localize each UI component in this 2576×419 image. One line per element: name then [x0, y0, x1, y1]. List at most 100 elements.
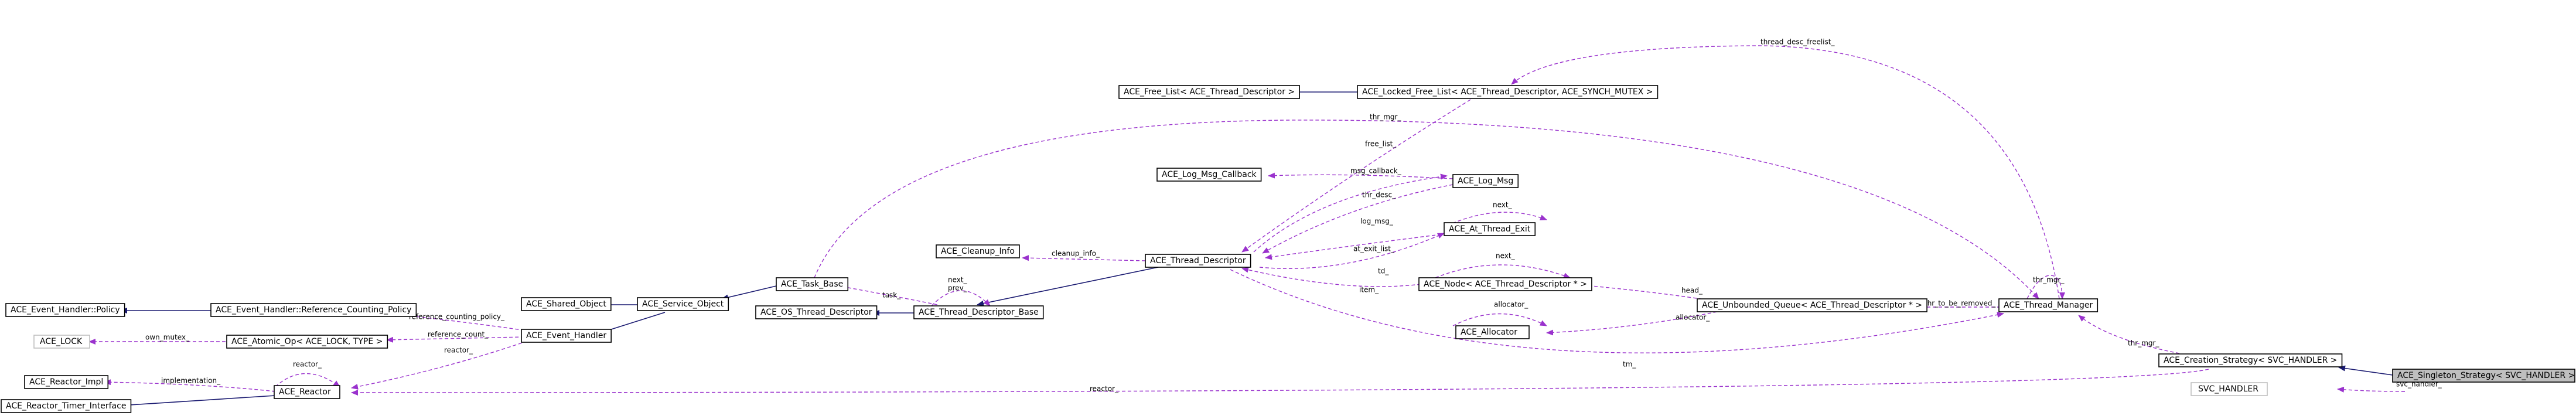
edge-label-head: head_ — [1681, 287, 1703, 295]
edge-at-exit-list — [1265, 234, 1442, 260]
edge-cleanup-info — [1022, 255, 1146, 261]
edge-label-reference-counting-policy: reference_counting_policy_ — [409, 313, 505, 321]
edge-label-next: next_ — [948, 276, 968, 284]
node-os-thread-descriptor[interactable]: ACE_OS_Thread_Descriptor — [755, 305, 878, 319]
edges — [88, 45, 2406, 408]
node-reactor[interactable]: ACE_Reactor — [274, 385, 340, 399]
svg-text:ACE_Thread_Manager: ACE_Thread_Manager — [2004, 301, 2093, 310]
svg-text:ACE_Cleanup_Info: ACE_Cleanup_Info — [941, 247, 1015, 256]
edge-free-list — [1241, 99, 1471, 253]
edge-label-allocator-queue: allocator_ — [1676, 314, 1710, 322]
node-ref-counting-policy[interactable]: ACE_Event_Handler::Reference_Counting_Po… — [210, 303, 417, 317]
edge-label-prev: prev_ — [948, 284, 968, 292]
edge-label-msg-callback: msg_callback_ — [1350, 167, 1402, 175]
edge-label-thr-mgr-task: thr_mgr_ — [1370, 113, 1401, 121]
edge-label-reactor-self: reactor_ — [293, 360, 322, 369]
edge-allocator-self — [1452, 313, 1547, 326]
node-ace-node[interactable]: ACE_Node< ACE_Thread_Descriptor * > — [1418, 277, 1592, 291]
node-event-handler-policy[interactable]: ACE_Event_Handler::Policy — [5, 303, 125, 317]
node-creation-strategy[interactable]: ACE_Creation_Strategy< SVC_HANDLER > — [2158, 353, 2343, 367]
edge-allocator-queue — [1546, 309, 1729, 336]
node-reactor-timer-interface[interactable]: ACE_Reactor_Timer_Interface — [1, 399, 132, 413]
node-locked-free-list[interactable]: ACE_Locked_Free_List< ACE_Thread_Descrip… — [1357, 85, 1659, 99]
node-log-msg[interactable]: ACE_Log_Msg — [1452, 174, 1519, 188]
svg-text:SVC_HANDLER: SVC_HANDLER — [2198, 384, 2258, 394]
edge-tm — [1230, 269, 2004, 353]
edge-label-cleanup-info: cleanup_info_ — [1052, 250, 1100, 258]
edge-label-next-exit: next_ — [1493, 201, 1513, 209]
edge-label-reactor-creation: reactor_ — [1090, 385, 1119, 393]
edge-thr-mgr-self — [2026, 275, 2065, 299]
edge-msg-callback — [1268, 172, 1454, 179]
node-free-list[interactable]: ACE_Free_List< ACE_Thread_Descriptor > — [1118, 85, 1300, 99]
edge-label-implementation: implementation_ — [161, 377, 221, 385]
edge-reference-counting-policy — [389, 311, 531, 332]
svg-text:ACE_Reactor_Timer_Interface: ACE_Reactor_Timer_Interface — [6, 401, 126, 411]
edge-reference-count — [386, 336, 525, 343]
svg-text:ACE_OS_Thread_Descriptor: ACE_OS_Thread_Descriptor — [760, 308, 872, 317]
node-cleanup-info[interactable]: ACE_Cleanup_Info — [936, 244, 1020, 258]
edge-label-allocator-self: allocator_ — [1494, 301, 1528, 309]
node-service-object[interactable]: ACE_Service_Object — [637, 297, 729, 311]
svg-text:ACE_Reactor: ACE_Reactor — [279, 387, 331, 397]
edge-reactor-event-handler — [351, 340, 528, 390]
svg-text:ACE_Creation_Strategy< SVC_HAN: ACE_Creation_Strategy< SVC_HANDLER > — [2164, 356, 2338, 365]
edge-thread-desc-freelist — [1511, 45, 2060, 299]
edge-reactor-creation — [351, 369, 2209, 396]
node-shared-object[interactable]: ACE_Shared_Object — [521, 297, 612, 311]
edge-reactor-self — [275, 373, 340, 387]
svg-text:ACE_Log_Msg: ACE_Log_Msg — [1458, 176, 1513, 186]
nodes: ACE_Singleton_Strategy< SVC_HANDLER > AC… — [1, 85, 2575, 413]
node-task-base[interactable]: ACE_Task_Base — [776, 277, 849, 291]
svg-text:ACE_Allocator: ACE_Allocator — [1461, 328, 1517, 337]
edge-svc-handler — [2337, 386, 2406, 393]
svg-text:ACE_At_Thread_Exit: ACE_At_Thread_Exit — [1449, 224, 1531, 234]
svg-text:ACE_Event_Handler::Policy: ACE_Event_Handler::Policy — [11, 305, 120, 315]
edge-label-log-msg: log_msg_ — [1360, 217, 1394, 226]
edge-thr-mgr-creation — [2078, 315, 2180, 354]
node-log-msg-callback[interactable]: ACE_Log_Msg_Callback — [1156, 168, 1262, 182]
svg-text:ACE_Unbounded_Queue< ACE_Threa: ACE_Unbounded_Queue< ACE_Thread_Descript… — [1702, 301, 1922, 310]
edge-log-msg — [1262, 184, 1454, 254]
edge-label-next-node: next_ — [1496, 252, 1516, 260]
edge-reactor-to-timer — [120, 395, 276, 408]
edge-thread-descriptor-to-base — [977, 261, 1184, 306]
edge-singleton-to-creation — [2338, 365, 2393, 376]
edge-next-node — [1435, 264, 1571, 278]
edge-label-thr-desc: thr_desc_ — [1362, 191, 1396, 199]
node-at-thread-exit[interactable]: ACE_At_Thread_Exit — [1444, 222, 1536, 236]
node-singleton-strategy[interactable]: ACE_Singleton_Strategy< SVC_HANDLER > — [2392, 369, 2575, 383]
edge-label-reactor-eh: reactor_ — [444, 346, 473, 355]
edge-label-reference-count: reference_count_ — [428, 331, 489, 339]
node-thread-descriptor-base[interactable]: ACE_Thread_Descriptor_Base — [913, 305, 1044, 319]
node-thread-manager[interactable]: ACE_Thread_Manager — [1998, 298, 2099, 312]
edge-label-thread-desc-freelist: thread_desc_freelist_ — [1760, 38, 1835, 46]
svg-text:ACE_Event_Handler::Reference_C: ACE_Event_Handler::Reference_Counting_Po… — [216, 305, 411, 315]
node-reactor-impl[interactable]: ACE_Reactor_Impl — [24, 375, 109, 389]
edge-label-thr-mgr-creation: thr_mgr_ — [2128, 339, 2159, 348]
edge-label-thr-mgr-self: thr_mgr_ — [2033, 276, 2065, 284]
edge-label-td: td_ — [1378, 267, 1389, 275]
svg-text:ACE_Thread_Descriptor_Base: ACE_Thread_Descriptor_Base — [919, 308, 1039, 317]
svg-text:ACE_Shared_Object: ACE_Shared_Object — [526, 299, 606, 309]
edge-td — [1259, 233, 1445, 269]
edge-implementation — [104, 379, 276, 392]
node-event-handler[interactable]: ACE_Event_Handler — [521, 329, 612, 343]
node-unbounded-queue[interactable]: ACE_Unbounded_Queue< ACE_Thread_Descript… — [1697, 298, 1927, 312]
edge-labels: thread_desc_freelist_ thr_mgr_ free_list… — [145, 38, 2442, 393]
node-allocator[interactable]: ACE_Allocator — [1455, 325, 1530, 339]
edge-label-thr-to-be-removed: thr_to_be_removed_ — [1925, 299, 1996, 308]
node-atomic-op[interactable]: ACE_Atomic_Op< ACE_LOCK, TYPE > — [226, 335, 388, 349]
edge-label-at-exit-list: at_exit_list_ — [1353, 245, 1395, 253]
node-ace-lock[interactable]: ACE_LOCK — [33, 335, 90, 349]
svg-text:ACE_Free_List< ACE_Thread_Desc: ACE_Free_List< ACE_Thread_Descriptor > — [1124, 87, 1295, 97]
svg-text:ACE_Reactor_Impl: ACE_Reactor_Impl — [29, 377, 103, 387]
node-thread-descriptor[interactable]: ACE_Thread_Descriptor — [1145, 254, 1251, 268]
svg-text:ACE_LOCK: ACE_LOCK — [40, 337, 83, 346]
svg-text:ACE_Atomic_Op< ACE_LOCK, TYPE: ACE_Atomic_Op< ACE_LOCK, TYPE > — [231, 337, 383, 346]
svg-text:ACE_Event_Handler: ACE_Event_Handler — [526, 331, 606, 340]
edge-task-base-to-service-object — [721, 285, 777, 301]
svg-text:ACE_Task_Base: ACE_Task_Base — [781, 280, 843, 289]
node-svc-handler[interactable]: SVC_HANDLER — [2191, 382, 2268, 396]
